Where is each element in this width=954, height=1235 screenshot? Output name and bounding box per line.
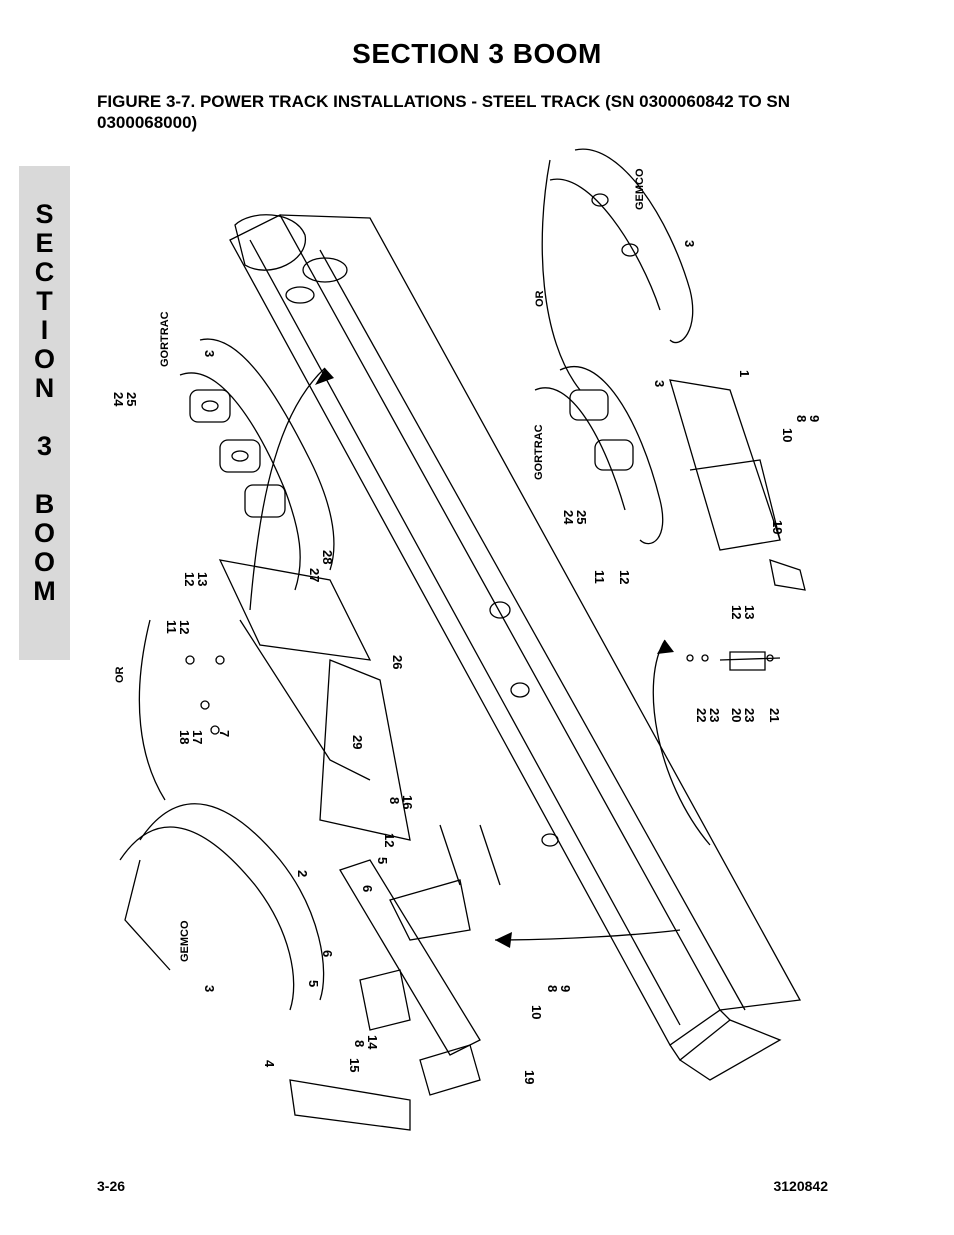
svg-text:10: 10 (780, 428, 795, 442)
svg-text:28: 28 (320, 550, 335, 564)
svg-text:24: 24 (111, 392, 126, 407)
svg-text:8: 8 (794, 415, 809, 422)
svg-text:11: 11 (164, 620, 179, 634)
svg-text:20: 20 (729, 708, 744, 722)
svg-text:GORTRAC: GORTRAC (159, 311, 171, 367)
gortrac-chain-right (534, 365, 664, 545)
svg-text:25: 25 (574, 510, 589, 524)
section-title: SECTION 3 BOOM (352, 38, 602, 69)
svg-text:22: 22 (694, 708, 709, 722)
svg-text:19: 19 (522, 1070, 537, 1084)
svg-text:OR: OR (114, 666, 126, 683)
svg-text:17: 17 (190, 730, 205, 744)
svg-text:8: 8 (387, 797, 402, 804)
side-tab-text: S E C T I O N 3 B O O M (33, 199, 56, 606)
svg-text:GEMCO: GEMCO (179, 920, 191, 962)
svg-text:7: 7 (217, 730, 232, 737)
boom-assembly (229, 214, 802, 1081)
svg-text:13: 13 (195, 572, 210, 586)
document-number: 3120842 (773, 1178, 828, 1194)
svg-text:8: 8 (352, 1040, 367, 1047)
svg-text:23: 23 (742, 708, 757, 722)
svg-text:14: 14 (365, 1035, 380, 1050)
svg-text:29: 29 (350, 735, 365, 749)
svg-text:OR: OR (534, 290, 546, 307)
svg-text:9: 9 (807, 415, 822, 422)
svg-text:12: 12 (729, 605, 744, 619)
mount-bracket-left (218, 559, 411, 841)
boom-power-track-diagram: 3 3 3 3 1 8 9 10 24 25 24 25 11 12 12 13… (111, 148, 822, 1131)
gemco-chain-left (119, 803, 325, 1011)
svg-text:12: 12 (182, 572, 197, 586)
svg-text:24: 24 (561, 510, 576, 525)
svg-text:3: 3 (202, 985, 217, 992)
svg-text:10: 10 (529, 1005, 544, 1019)
svg-text:GEMCO: GEMCO (634, 168, 646, 210)
gemco-chain-right (549, 148, 694, 344)
lower-crossmember (289, 859, 481, 1131)
gortrac-chain-left (179, 338, 335, 591)
svg-text:26: 26 (390, 655, 405, 669)
svg-text:23: 23 (707, 708, 722, 722)
svg-text:12: 12 (382, 833, 397, 847)
svg-text:27: 27 (307, 568, 322, 582)
svg-text:21: 21 (767, 708, 782, 722)
svg-text:12: 12 (617, 570, 632, 584)
svg-text:19: 19 (770, 520, 785, 534)
svg-text:1: 1 (737, 370, 752, 377)
svg-text:6: 6 (320, 950, 335, 957)
callout-labels: 3 3 3 3 1 8 9 10 24 25 24 25 11 12 12 13… (111, 168, 822, 1084)
svg-text:5: 5 (306, 980, 321, 987)
svg-text:12: 12 (177, 620, 192, 634)
svg-text:9: 9 (558, 985, 573, 992)
hardware-items (185, 651, 781, 886)
svg-text:25: 25 (124, 392, 139, 406)
svg-text:2: 2 (295, 870, 310, 877)
svg-text:3: 3 (682, 240, 697, 247)
svg-text:16: 16 (400, 795, 415, 809)
svg-text:13: 13 (742, 605, 757, 619)
svg-text:8: 8 (545, 985, 560, 992)
figure-title: FIGURE 3-7. POWER TRACK INSTALLATIONS - … (97, 92, 791, 132)
section-side-tab: S E C T I O N 3 B O O M (19, 166, 70, 660)
svg-text:3: 3 (652, 380, 667, 387)
svg-text:18: 18 (177, 730, 192, 744)
assembly-arrows (138, 159, 711, 941)
mount-bracket-right (669, 379, 806, 591)
svg-text:11: 11 (592, 570, 607, 584)
page-number: 3-26 (97, 1178, 126, 1194)
svg-text:15: 15 (347, 1058, 362, 1072)
svg-text:4: 4 (262, 1060, 277, 1068)
svg-text:3: 3 (202, 350, 217, 357)
svg-text:5: 5 (375, 857, 390, 864)
svg-text:6: 6 (360, 885, 375, 892)
svg-text:GORTRAC: GORTRAC (533, 424, 545, 480)
